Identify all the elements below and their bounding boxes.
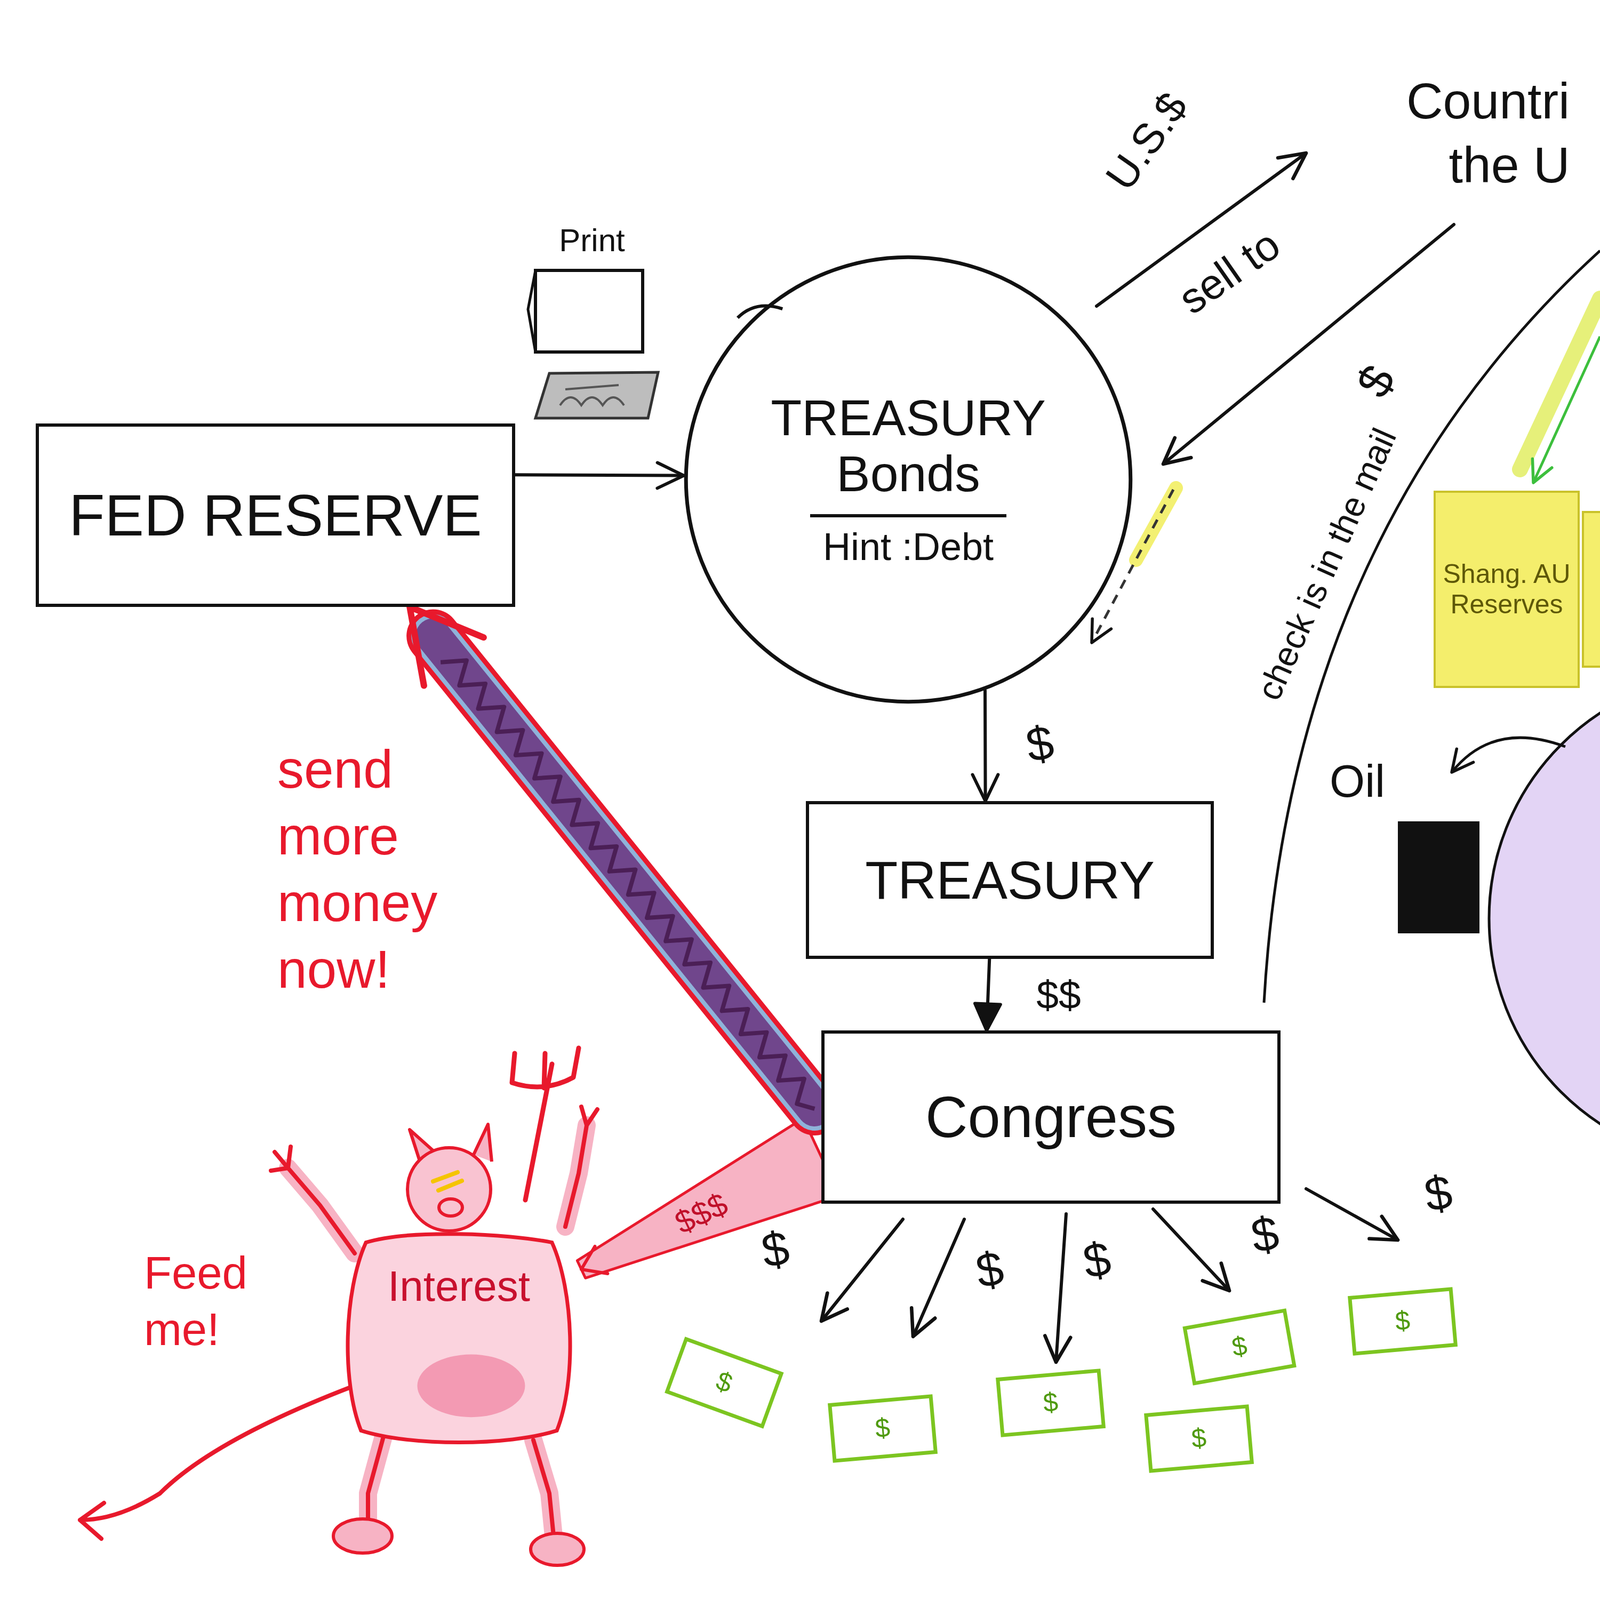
- monster-foot: [333, 1518, 392, 1554]
- monster-halo: [288, 1125, 587, 1547]
- dollar-bill: [829, 1396, 936, 1461]
- monster-eyes: [433, 1172, 462, 1191]
- oil-label: Oil: [1329, 755, 1386, 808]
- printer-icon: [535, 270, 643, 352]
- interest-monster-body: Interest: [336, 1224, 582, 1449]
- fed-reserve-box: FED RESERVE: [35, 423, 516, 607]
- dollar-bill: [1146, 1406, 1252, 1471]
- bill-dollar: $: [1394, 1305, 1412, 1338]
- arrowhead: [657, 462, 684, 489]
- dollar-bill: [667, 1339, 782, 1427]
- treasury-box: TREASURY: [805, 801, 1214, 959]
- green-arrow: [1533, 336, 1600, 483]
- pen-stroke: [737, 305, 783, 318]
- monster-foot: [530, 1533, 584, 1566]
- bill-dollar: $: [874, 1412, 892, 1445]
- bill-dollar: $: [712, 1365, 737, 1400]
- dollar-sign: $: [757, 1220, 794, 1280]
- demand-arrow-band: [433, 635, 815, 1109]
- bill-dollar: $: [1042, 1386, 1060, 1419]
- arrowhead: [974, 1003, 1001, 1031]
- dollar-sign: $: [1246, 1205, 1283, 1265]
- countries-label: Countri: [1406, 72, 1570, 131]
- spending-arrow: [821, 1219, 903, 1322]
- scribble: [440, 660, 815, 1109]
- dollar-bill: [997, 1370, 1104, 1436]
- print-label: Print: [558, 221, 625, 259]
- node-title: TREASURY Bonds: [748, 389, 1069, 502]
- monster-body-outline: [347, 1234, 571, 1443]
- monster-body-outline: [336, 1224, 582, 1449]
- monster-speech: Feed me!: [144, 1244, 283, 1359]
- money-stream: [577, 1118, 840, 1278]
- spending-arrow: [913, 1219, 965, 1337]
- node-title: Congress: [925, 1083, 1177, 1151]
- connector-line: [983, 690, 988, 802]
- monster-mouth: [438, 1198, 463, 1216]
- arrowhead: [409, 606, 484, 686]
- bill-dollar: $: [1190, 1422, 1208, 1455]
- demand-arrow-band: [433, 635, 815, 1109]
- monster-belly-shade: [417, 1354, 525, 1418]
- node-subtitle: Hint :Debt: [810, 514, 1007, 570]
- dollar-sign: $: [1420, 1164, 1456, 1224]
- dollar-sign: $: [1345, 355, 1407, 407]
- printed-money: [560, 385, 624, 406]
- arrowhead: [581, 1246, 608, 1274]
- spending-arrow: [1056, 1213, 1067, 1363]
- printed-money: [535, 372, 659, 419]
- globe: [1489, 673, 1600, 1164]
- node-title: FED RESERVE: [68, 481, 482, 550]
- oil-barrel: [1397, 821, 1480, 934]
- spending-arrow: [1306, 1188, 1398, 1240]
- monster-tail: [80, 1386, 352, 1539]
- gold-reserves-box: Shang. AU Reserves: [1433, 490, 1580, 688]
- arrow-label: sell to: [1169, 219, 1290, 324]
- connector: [515, 462, 684, 489]
- node-title: TREASURY: [865, 849, 1155, 911]
- reserves-box-partial: [1582, 512, 1600, 667]
- dollar-sign: $: [1078, 1230, 1115, 1291]
- edge-label: $$: [1036, 971, 1081, 1018]
- node-title: Interest: [387, 1261, 531, 1311]
- currency-label: U.S.$: [1096, 83, 1198, 200]
- congress-box: Congress: [821, 1030, 1281, 1204]
- demand-arrow-band: [433, 635, 815, 1109]
- monster-arm: [565, 1106, 598, 1227]
- node-title: Shang. AU Reserves: [1442, 558, 1572, 621]
- pitchfork: [512, 1048, 579, 1200]
- connector: [409, 606, 815, 1109]
- spending-arrow: [1153, 1209, 1230, 1291]
- connector: [577, 1118, 840, 1278]
- connector-line: [515, 474, 684, 476]
- dollar-bill: [1349, 1289, 1456, 1354]
- curve-label: check is in the mail: [1249, 422, 1405, 707]
- monster-head: [407, 1147, 491, 1231]
- bill-dollar: $: [1229, 1330, 1250, 1363]
- countries-label: the U: [1448, 136, 1570, 195]
- edge-label: $: [1021, 714, 1058, 774]
- oil-arrow: [1451, 737, 1566, 773]
- monster-arm: [270, 1146, 355, 1254]
- printer-icon: [528, 270, 536, 352]
- edge-label: $$$: [666, 1184, 737, 1243]
- edge-label: send more money now!: [277, 736, 507, 1003]
- arrowhead: [972, 774, 999, 802]
- bonds-circle: TREASURY BondsHint :Debt: [683, 254, 1133, 704]
- highlight: [1520, 298, 1600, 470]
- dollar-sign: $: [971, 1240, 1008, 1300]
- monster-leg: [368, 1434, 555, 1547]
- connector: [974, 958, 1001, 1031]
- connector: [972, 690, 999, 802]
- circle-outline: [685, 257, 1131, 702]
- dollar-bill: [1184, 1310, 1294, 1383]
